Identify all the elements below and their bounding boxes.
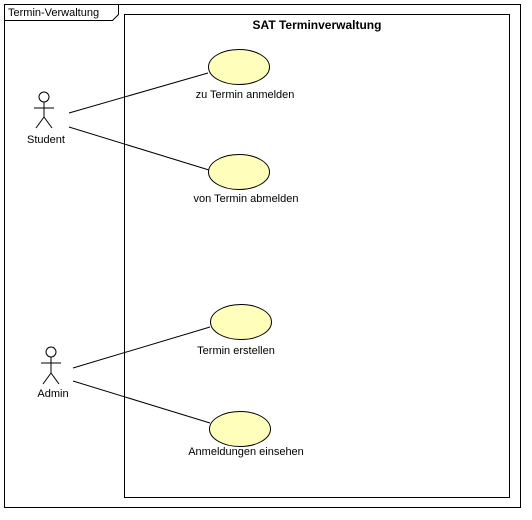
use-case-label: zu Termin anmelden: [196, 89, 295, 101]
use-case-label: Termin erstellen: [197, 345, 275, 357]
system-boundary: [124, 14, 510, 498]
associations: [68, 72, 211, 424]
actor-head: [38, 91, 50, 103]
actor-right-leg: [50, 372, 60, 385]
actor-head: [45, 346, 57, 358]
association-admin-uc3: [72, 326, 211, 369]
use-case-label: Anmeldungen einsehen: [188, 446, 304, 458]
actor-student[interactable]: Student: [27, 91, 65, 146]
use-case-label: von Termin abmelden: [194, 193, 299, 205]
actor-left-leg: [35, 116, 45, 129]
actor-admin[interactable]: Admin: [37, 346, 69, 400]
use-case-ellipse: [208, 49, 270, 85]
actor-student-label: Student: [27, 134, 65, 146]
association-student-uc1: [68, 72, 209, 114]
actor-left-leg: [42, 372, 52, 385]
use-case-ellipse: [209, 411, 271, 447]
association-student-uc2: [68, 126, 210, 171]
frame-tab: [4, 4, 119, 21]
use-case-termin-erstellen[interactable]: Termin erstellen: [197, 304, 275, 358]
system-title: SAT Terminverwaltung: [253, 18, 382, 32]
use-case-von-termin-abmelden[interactable]: von Termin abmelden: [194, 154, 299, 206]
frame-label: Termin-Verwaltung: [8, 7, 99, 19]
use-case-ellipse: [210, 304, 272, 340]
use-case-zu-termin-anmelden[interactable]: zu Termin anmelden: [196, 49, 295, 102]
association-admin-uc4: [72, 380, 211, 424]
actor-admin-label: Admin: [37, 388, 68, 400]
actor-right-leg: [43, 116, 53, 129]
diagram-frame: [4, 4, 521, 508]
use-case-anmeldungen-einsehen[interactable]: Anmeldungen einsehen: [188, 411, 304, 459]
use-case-ellipse: [208, 154, 270, 190]
